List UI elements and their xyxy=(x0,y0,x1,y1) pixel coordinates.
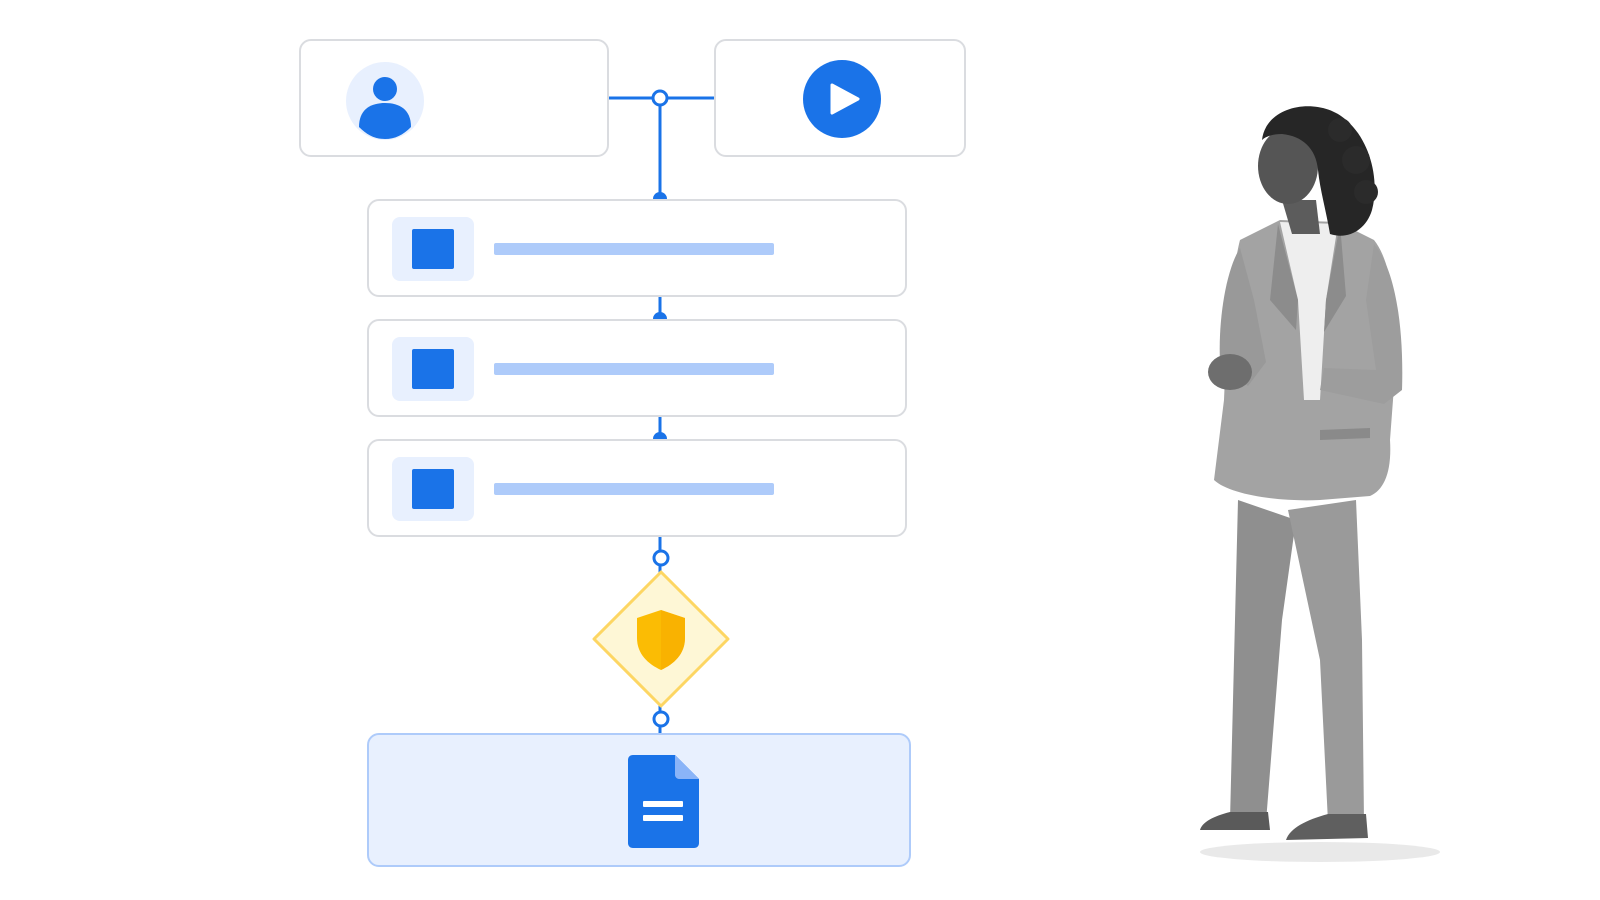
step-card-3 xyxy=(367,439,907,537)
decision-diamond xyxy=(592,570,730,708)
step-icon-container xyxy=(392,217,474,281)
step-card-1 xyxy=(367,199,907,297)
trigger-node-card xyxy=(714,39,966,157)
play-button-icon xyxy=(803,60,881,138)
square-icon xyxy=(412,349,454,389)
placeholder-text-bar xyxy=(494,363,774,375)
square-icon xyxy=(412,229,454,269)
step-icon-container xyxy=(392,457,474,521)
user-node-card xyxy=(299,39,609,157)
connector-junction-hollow xyxy=(651,89,669,107)
placeholder-text-bar xyxy=(494,483,774,495)
step-icon-container xyxy=(392,337,474,401)
step-card-2 xyxy=(367,319,907,417)
connector-junction-hollow xyxy=(652,549,670,567)
output-document-card xyxy=(367,733,911,867)
shield-icon xyxy=(637,610,685,670)
connector-junction-hollow xyxy=(652,710,670,728)
document-icon xyxy=(628,755,699,848)
placeholder-text-bar xyxy=(494,243,774,255)
user-avatar-icon xyxy=(346,62,424,140)
standing-person-figure xyxy=(1200,106,1440,862)
square-icon xyxy=(412,469,454,509)
